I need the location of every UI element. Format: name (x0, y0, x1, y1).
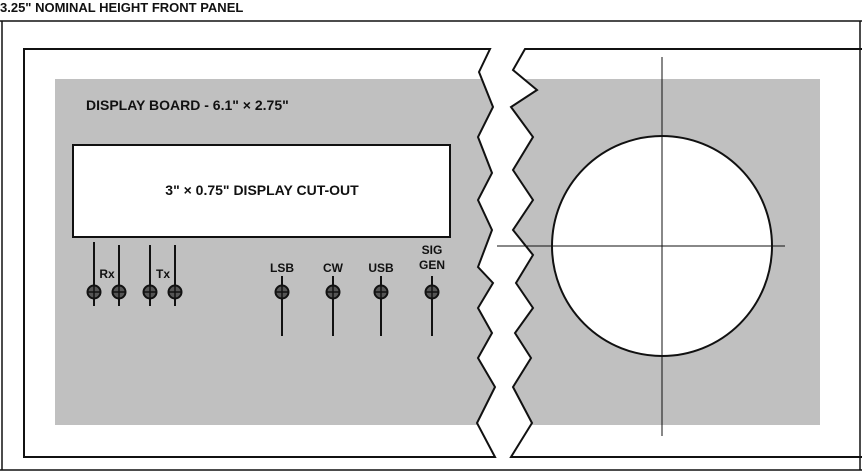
tx-jack-icon (142, 284, 158, 300)
panel-left-outline (23, 48, 497, 458)
tx-label: Tx (156, 267, 170, 281)
board-label: DISPLAY BOARD - 6.1" × 2.75" (86, 97, 289, 113)
cw-control-icon (325, 284, 341, 300)
usb-control-icon (373, 284, 389, 300)
cw-label: CW (323, 261, 344, 275)
sig-label: SIG (422, 243, 443, 257)
rx-jack-icon (86, 284, 102, 300)
tx-jack-icon (167, 284, 183, 300)
sig-gen-control-icon (424, 284, 440, 300)
display-cutout (72, 144, 451, 238)
gen-label: GEN (419, 258, 445, 272)
diagram-title: 3.25" NOMINAL HEIGHT FRONT PANEL (0, 0, 244, 15)
display-board (55, 79, 495, 425)
lsb-control-icon (274, 284, 290, 300)
rx-jack-icon (111, 284, 127, 300)
usb-label: USB (368, 261, 394, 275)
rx-label: Rx (99, 267, 115, 281)
panel-right-outline (509, 48, 862, 458)
lsb-label: LSB (270, 261, 294, 275)
cutout-label: 3" × 0.75" DISPLAY CUT-OUT (165, 182, 359, 198)
